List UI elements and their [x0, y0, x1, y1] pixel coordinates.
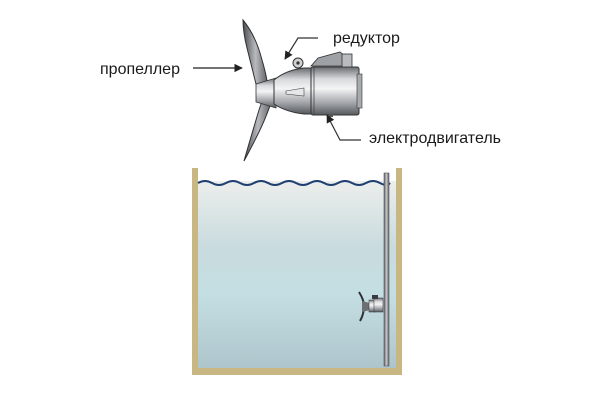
- reductor-label: редуктор: [333, 30, 400, 47]
- mixer-in-tank: [358, 291, 384, 322]
- motor-label: электродвигатель: [369, 130, 501, 147]
- guide-pole: [383, 172, 390, 367]
- propeller-hub: [255, 77, 277, 109]
- leader-lines: [193, 37, 361, 141]
- mixer-unit: [242, 18, 363, 162]
- water-surface-wave: [197, 180, 391, 186]
- cable-junction-box: [310, 51, 346, 67]
- tank: [192, 168, 402, 375]
- tank-right-wall: [396, 168, 402, 375]
- tank-left-wall: [192, 168, 198, 375]
- water-body: [197, 181, 396, 369]
- tank-bottom: [192, 368, 402, 375]
- motor-arrow: [326, 114, 361, 141]
- motor-housing: [310, 66, 360, 116]
- reductor-arrow: [284, 37, 318, 60]
- propeller-label: пропеллер: [100, 61, 180, 78]
